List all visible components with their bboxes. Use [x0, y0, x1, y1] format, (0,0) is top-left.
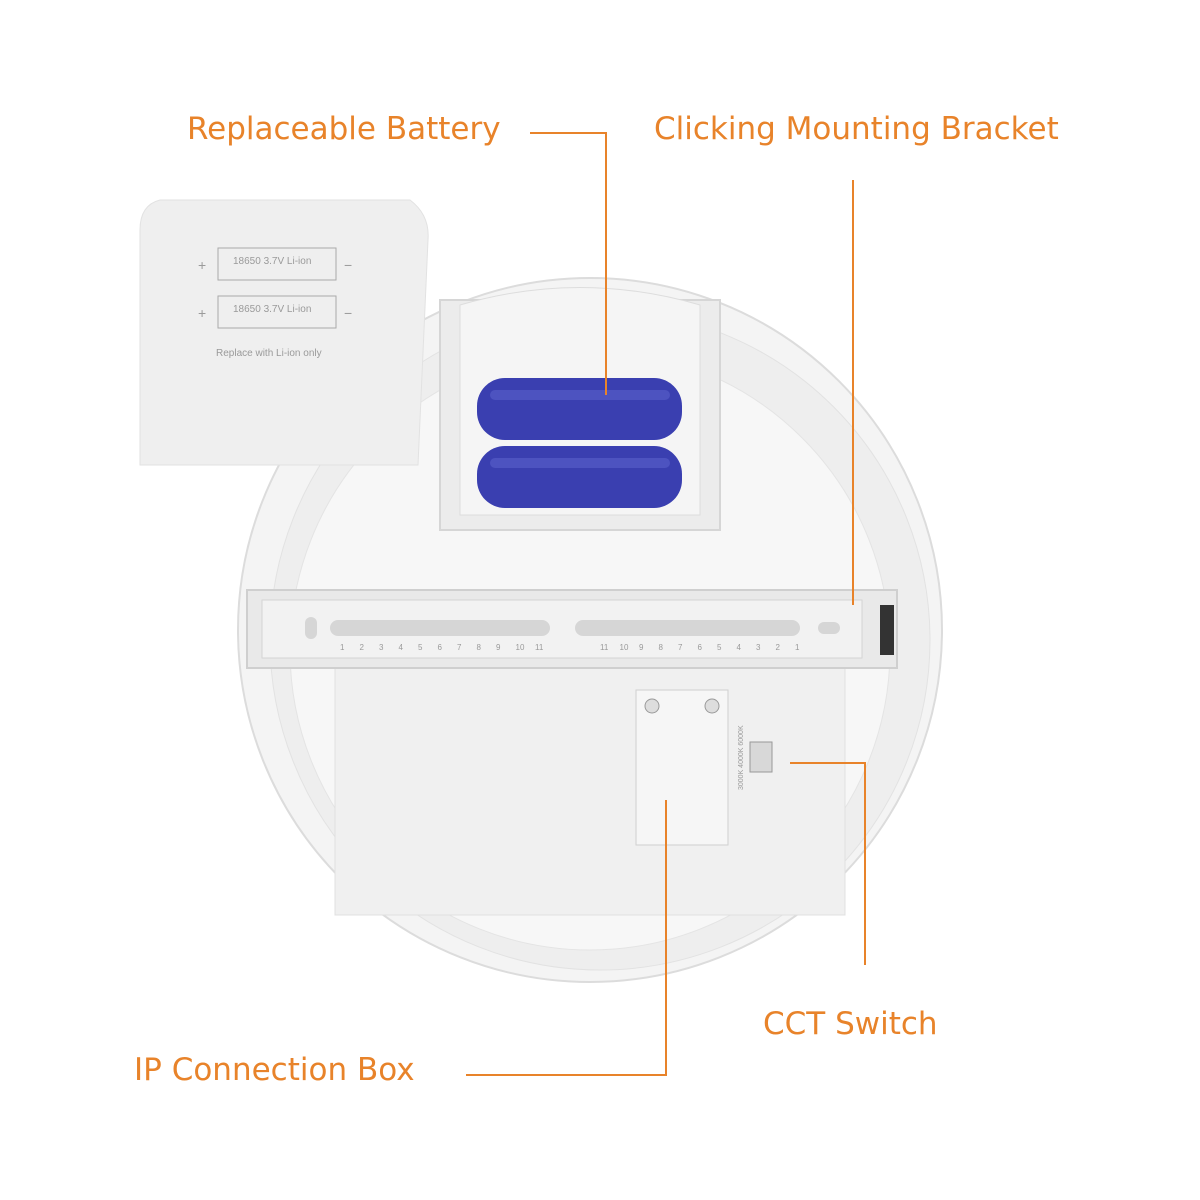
ruler-number: 8 [659, 643, 664, 652]
ruler-number: 8 [477, 643, 482, 652]
leader-lines [466, 132, 866, 1076]
ruler-number: 6 [438, 643, 443, 652]
base-plate [334, 664, 846, 916]
minus-icon: − [344, 257, 352, 273]
ruler-number: 4 [399, 643, 404, 652]
battery-cell-1 [477, 378, 682, 440]
ruler-number: 9 [496, 643, 501, 652]
ruler-number: 11 [535, 643, 544, 652]
label-mounting-bracket: Clicking Mounting Bracket [654, 111, 1059, 147]
cct-switch [749, 741, 773, 773]
battery-cover: 18650 3.7V Li-ion 18650 3.7V Li-ion + + … [139, 199, 429, 466]
label-replaceable-battery: Replaceable Battery [187, 111, 501, 147]
ip-leader [466, 800, 667, 1076]
label-cct-switch: CCT Switch [763, 1006, 938, 1042]
mounting-bracket: 1 2 3 4 5 6 7 8 9 10 11 11 10 9 8 7 6 5 4 3 2 1 [246, 589, 898, 669]
ruler-number: 2 [360, 643, 365, 652]
ruler-number: 3 [756, 643, 761, 652]
ruler-number: 10 [516, 643, 525, 652]
ruler-number: 4 [737, 643, 742, 652]
battery-compartment [439, 287, 721, 531]
ruler-number: 1 [795, 643, 800, 652]
ruler-number: 5 [418, 643, 423, 652]
cell-1-text: 18650 3.7V Li-ion [233, 256, 311, 267]
ruler-number: 7 [678, 643, 683, 652]
cct-switch-text: 3000K 4000K 6000K [738, 725, 745, 790]
battery-note: Replace with Li-ion only [216, 348, 322, 359]
plus-icon: + [198, 305, 206, 321]
battery-cell-2 [477, 446, 682, 508]
ruler-number: 2 [776, 643, 781, 652]
ruler-number: 10 [620, 643, 629, 652]
plus-icon: + [198, 257, 206, 273]
ruler-number: 1 [340, 643, 345, 652]
cell-2-text: 18650 3.7V Li-ion [233, 304, 311, 315]
ruler-number: 11 [600, 643, 609, 652]
battery-leader [530, 132, 607, 395]
ruler-number: 7 [457, 643, 462, 652]
ip-connection-box [635, 689, 729, 846]
ruler-number: 6 [698, 643, 703, 652]
cct-leader [790, 762, 866, 965]
ruler-number: 5 [717, 643, 722, 652]
ruler-number: 9 [639, 643, 644, 652]
label-ip-connection-box: IP Connection Box [134, 1052, 415, 1088]
minus-icon: − [344, 305, 352, 321]
ruler-number: 3 [379, 643, 384, 652]
